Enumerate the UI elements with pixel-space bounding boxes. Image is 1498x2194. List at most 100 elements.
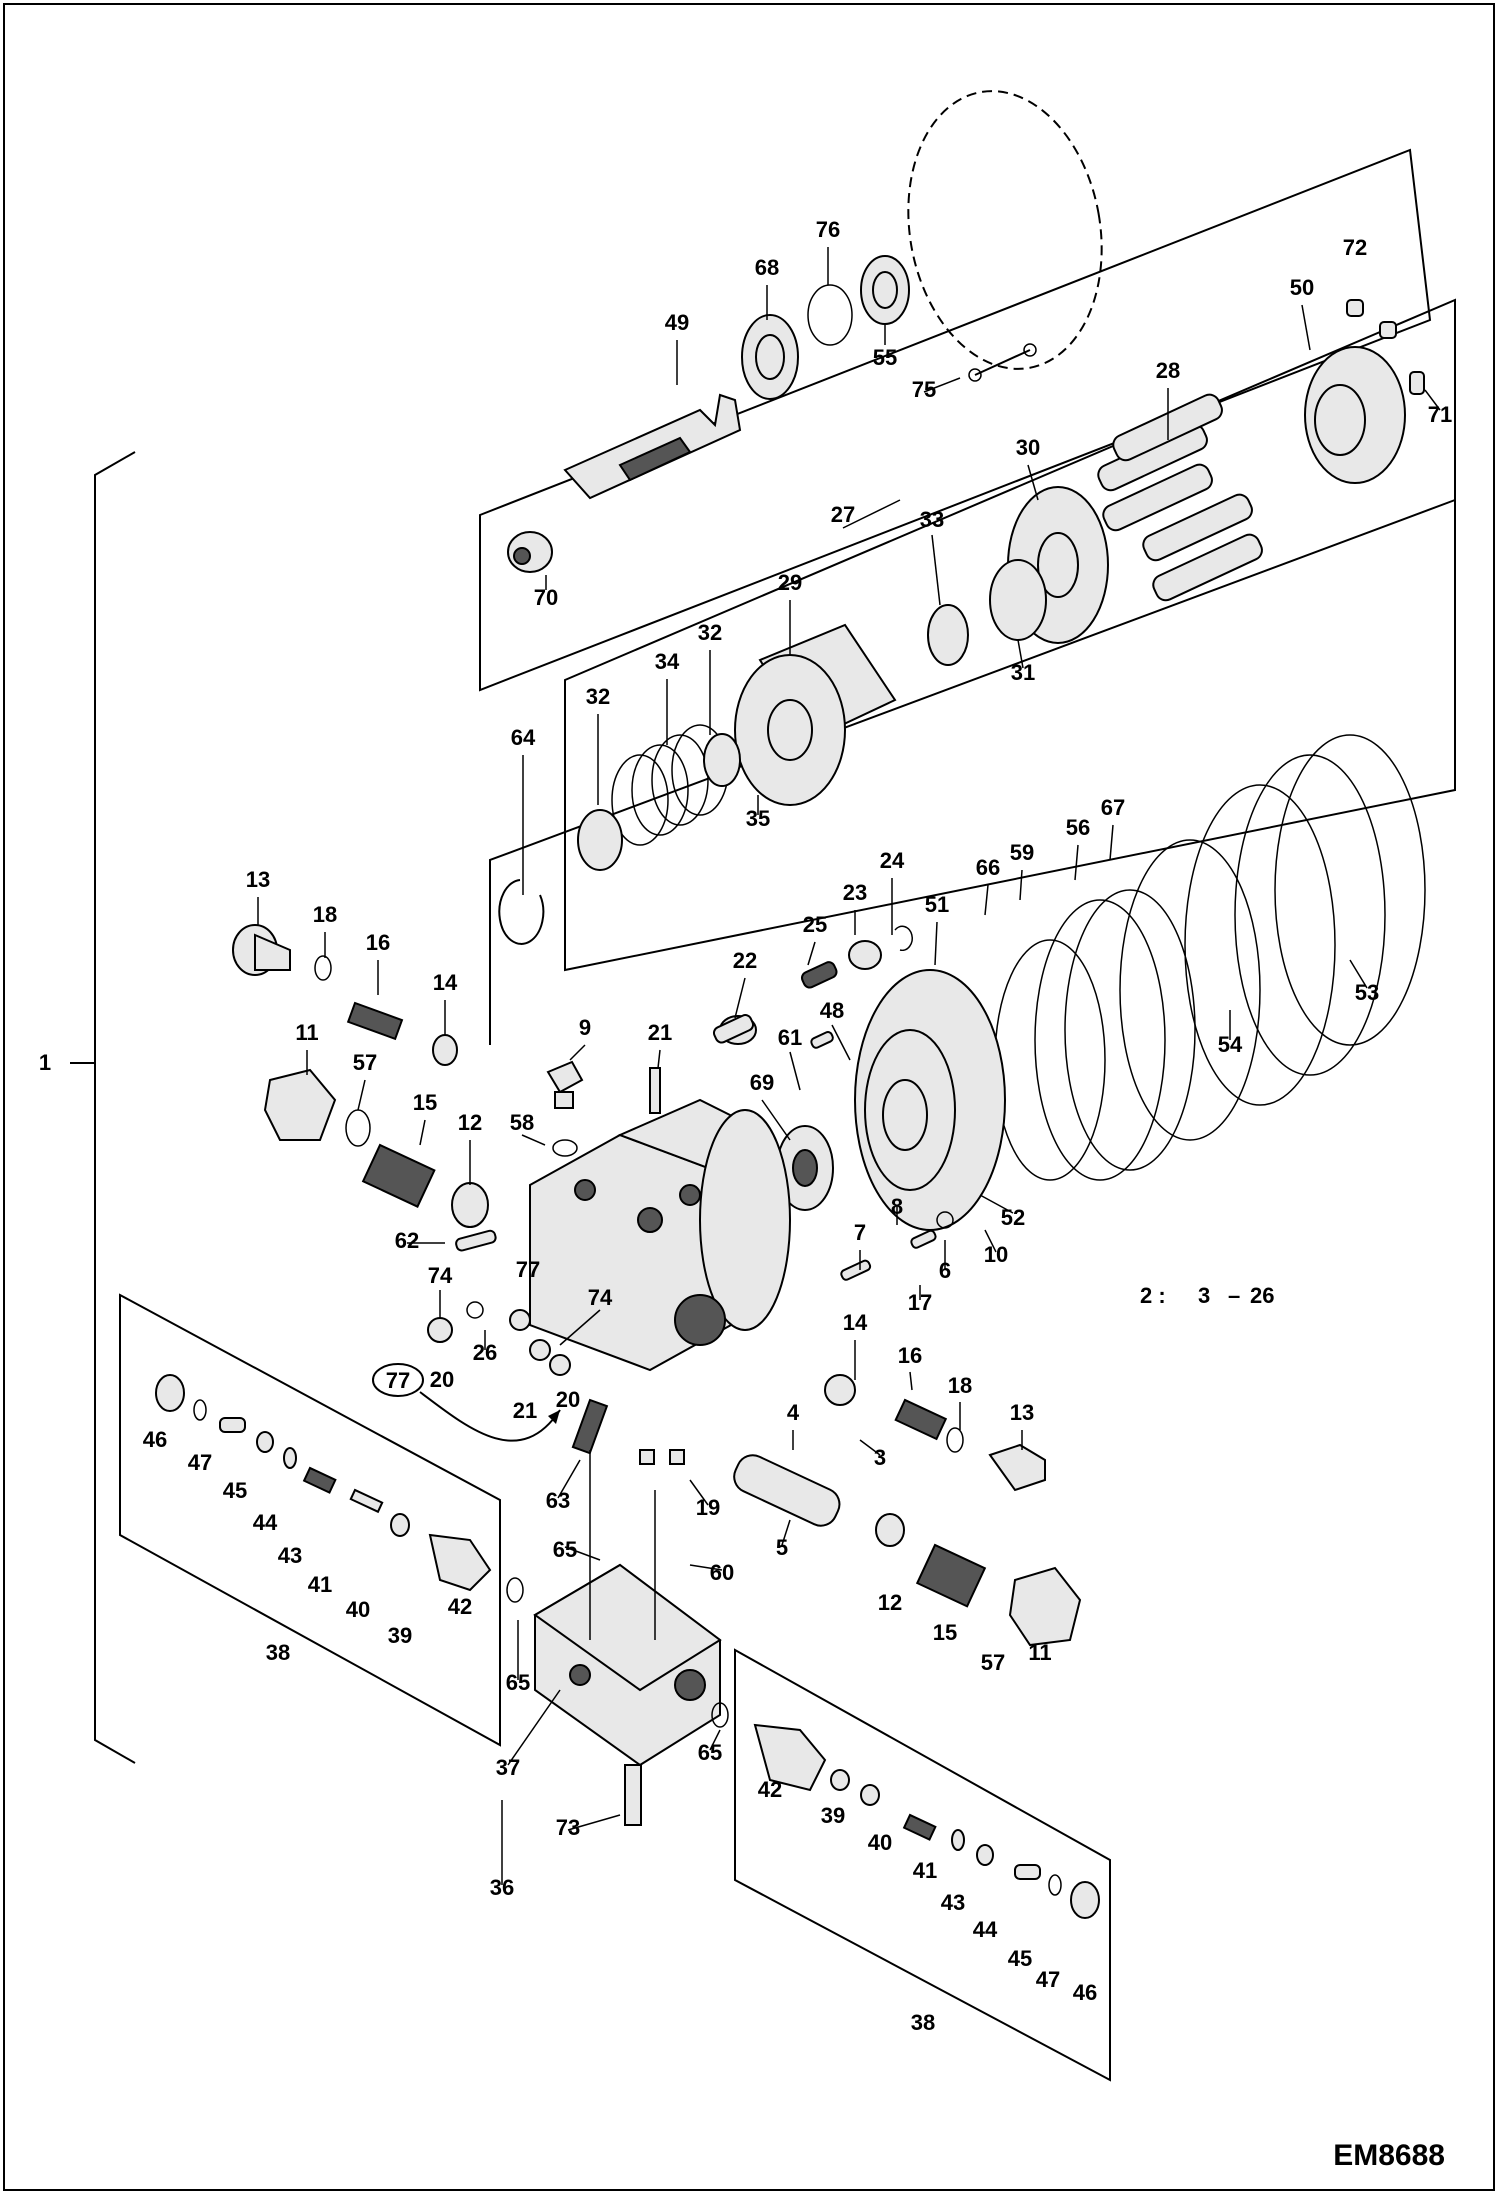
callout-56: 56 — [1066, 815, 1090, 840]
callout-labels: 1345678910111112121313141415151616171818… — [39, 217, 1452, 2035]
callout-6: 6 — [939, 1258, 951, 1283]
callout-53: 53 — [1355, 980, 1379, 1005]
drawing-frame — [3, 3, 1495, 2191]
callout-44: 44 — [973, 1917, 998, 1942]
legend: 2 : 3 – 26 — [1140, 1283, 1274, 1308]
callout-29: 29 — [778, 570, 802, 595]
callout-51: 51 — [925, 892, 949, 917]
callout-7: 7 — [854, 1220, 866, 1245]
leader-line — [1019, 869, 1023, 901]
callout-32: 32 — [698, 620, 722, 645]
ring-33 — [927, 604, 969, 666]
callout-20: 20 — [430, 1367, 454, 1392]
callout-32: 32 — [586, 684, 610, 709]
valve-small-parts — [427, 925, 954, 1376]
leader-line — [357, 1079, 366, 1111]
callout-71: 71 — [1428, 402, 1452, 427]
leader-line — [842, 499, 901, 529]
cartridge-right — [711, 1702, 1100, 1919]
group-outline-rotary — [564, 298, 1456, 972]
leader-line — [931, 534, 941, 606]
callout-47: 47 — [188, 1450, 212, 1475]
leader-line — [984, 1229, 997, 1253]
plug-9 — [546, 1060, 584, 1109]
group-outline-valve-right — [734, 1648, 1111, 2082]
callout-1: 1 — [39, 1050, 51, 1075]
leader-line — [557, 1459, 581, 1499]
callout-14: 14 — [433, 970, 458, 995]
callout-38: 38 — [266, 1640, 290, 1665]
pins-75 — [968, 343, 1037, 382]
callout-42: 42 — [448, 1594, 472, 1619]
spring-34 — [611, 724, 729, 846]
assembly-bracket — [94, 451, 136, 1764]
leader-line — [689, 1479, 709, 1506]
callout-9: 9 — [579, 1015, 591, 1040]
leader-line — [1109, 824, 1114, 861]
circled-callout: 77 — [386, 1368, 410, 1393]
ball-guide-31 — [989, 559, 1047, 641]
callout-50: 50 — [1290, 275, 1314, 300]
leader-line — [1074, 844, 1079, 881]
callout-41: 41 — [308, 1572, 332, 1597]
callout-52: 52 — [1001, 1205, 1025, 1230]
leader-line — [734, 977, 746, 1019]
callout-63: 63 — [546, 1488, 570, 1513]
relief-valve-right — [824, 1374, 1082, 1647]
callout-16: 16 — [366, 930, 390, 955]
leader-line — [781, 1519, 791, 1546]
callout-4: 4 — [787, 1400, 800, 1425]
leader-line — [984, 884, 989, 916]
callout-21: 21 — [648, 1020, 672, 1045]
callout-43: 43 — [941, 1890, 965, 1915]
callout-49: 49 — [665, 310, 689, 335]
leader-line — [934, 921, 938, 966]
drawing-code: EM8688 — [1333, 2139, 1445, 2172]
callout-61: 61 — [778, 1025, 802, 1050]
callout-22: 22 — [733, 948, 757, 973]
bearing-55 — [860, 255, 910, 325]
callout-46: 46 — [1073, 1980, 1097, 2005]
callout-73: 73 — [556, 1815, 580, 1840]
callout-8: 8 — [891, 1194, 903, 1219]
brake-discs — [994, 734, 1426, 1181]
leader-line — [657, 1049, 661, 1069]
valve-block-37 — [533, 1563, 722, 1767]
circled-callout-arrow — [419, 1391, 561, 1442]
callout-41: 41 — [913, 1858, 937, 1883]
callout-77: 77 — [516, 1257, 540, 1282]
pin-21-top — [649, 1067, 661, 1114]
bearing-68 — [741, 314, 799, 400]
callout-20: 20 — [556, 1387, 580, 1412]
leader-line — [709, 1729, 721, 1751]
callout-18: 18 — [313, 902, 337, 927]
callout-15: 15 — [933, 1620, 957, 1645]
callout-38: 38 — [911, 2010, 935, 2035]
callout-11: 11 — [1028, 1640, 1051, 1665]
callout-76: 76 — [816, 217, 840, 242]
callout-48: 48 — [820, 998, 844, 1023]
leader-line — [567, 1814, 621, 1831]
legend-dash: – — [1228, 1283, 1240, 1308]
leader-line — [807, 941, 816, 966]
callout-54: 54 — [1218, 1032, 1243, 1057]
callout-34: 34 — [655, 649, 680, 674]
callout-55: 55 — [873, 345, 897, 370]
callout-18: 18 — [948, 1373, 972, 1398]
dashed-ring — [907, 90, 1103, 370]
callout-57: 57 — [353, 1050, 377, 1075]
callout-45: 45 — [1008, 1946, 1032, 1971]
callout-17: 17 — [908, 1290, 932, 1315]
ball-72-a — [1346, 299, 1364, 317]
plug-63 — [571, 1398, 609, 1455]
leader-line — [1017, 639, 1024, 669]
callout-68: 68 — [755, 255, 779, 280]
plug-19-b — [669, 1449, 685, 1465]
callout-74: 74 — [588, 1285, 613, 1310]
callout-69: 69 — [750, 1070, 774, 1095]
callout-67: 67 — [1101, 795, 1125, 820]
callout-13: 13 — [1010, 1400, 1034, 1425]
callout-40: 40 — [346, 1597, 370, 1622]
callout-65: 65 — [553, 1537, 577, 1562]
callout-65: 65 — [698, 1740, 722, 1765]
